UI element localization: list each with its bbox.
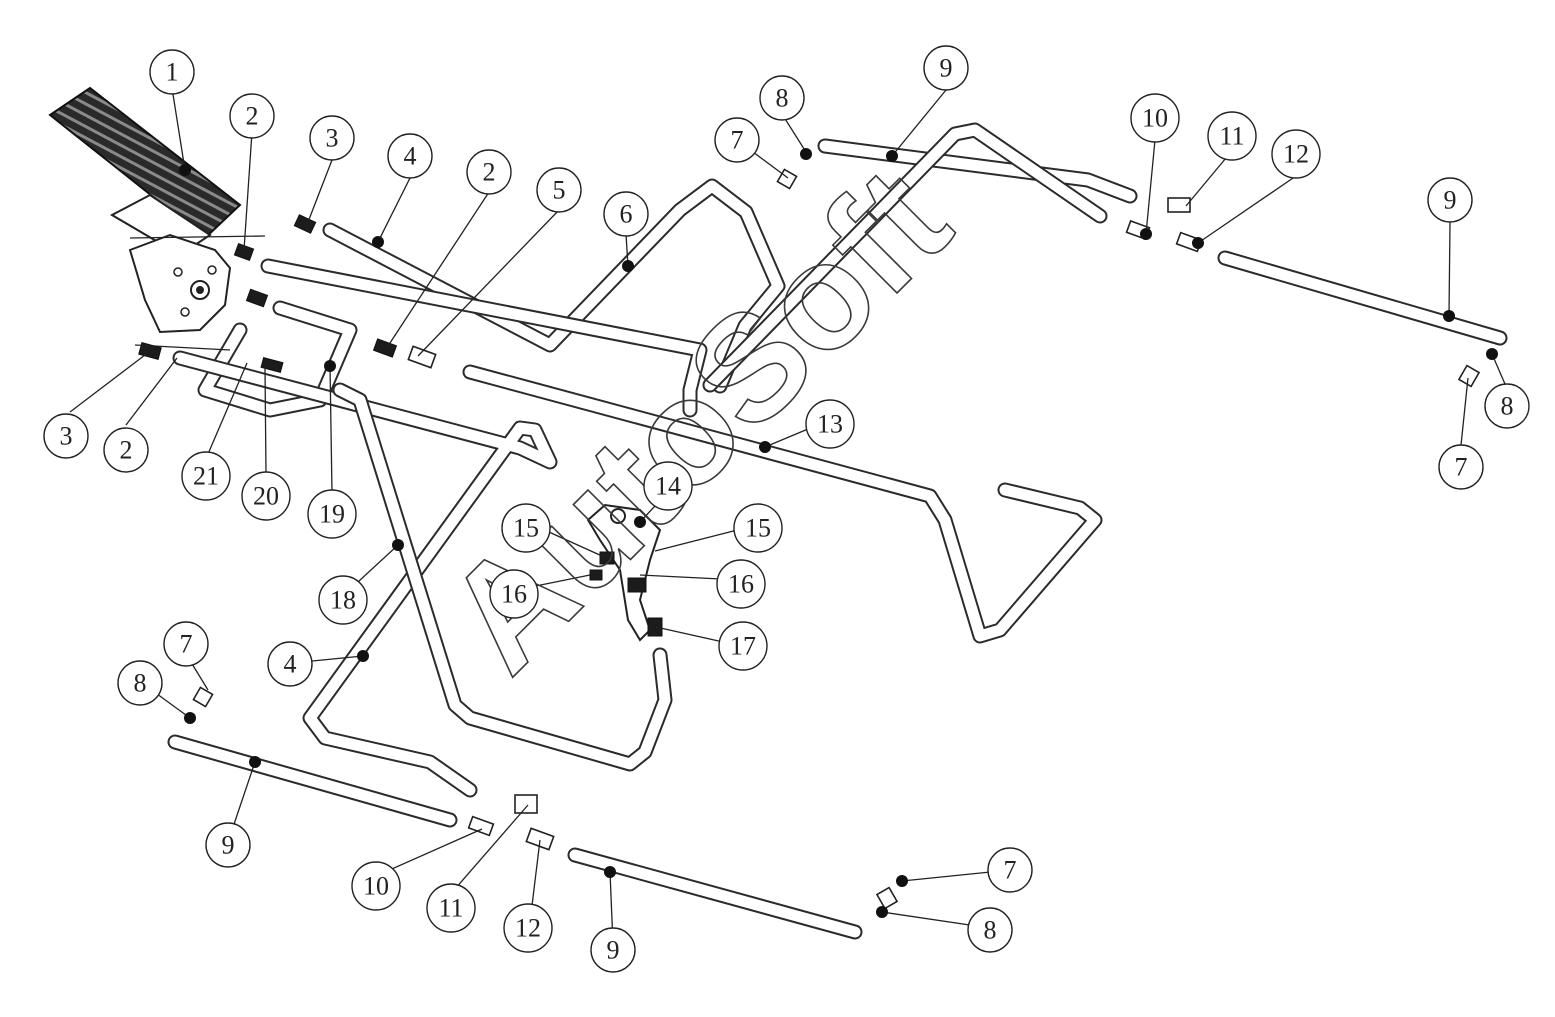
svg-text:19: 19 xyxy=(319,500,345,529)
callout-9: 9 xyxy=(923,45,969,91)
callout-9: 9 xyxy=(205,822,251,868)
callout-2: 2 xyxy=(103,427,149,473)
callout-7: 7 xyxy=(714,117,760,163)
svg-text:18: 18 xyxy=(330,586,356,615)
svg-text:9: 9 xyxy=(1444,186,1457,215)
callout-12: 12 xyxy=(1271,129,1321,179)
callout-labels: 1 2 3 4 2 5 6 7 8 9 10 11 12 9 8 7 3 2 2… xyxy=(43,45,1530,973)
svg-text:15: 15 xyxy=(745,514,771,543)
callout-dots xyxy=(179,148,1498,918)
svg-text:2: 2 xyxy=(120,436,133,465)
svg-text:3: 3 xyxy=(60,422,73,451)
svg-text:20: 20 xyxy=(253,482,279,511)
svg-text:21: 21 xyxy=(193,462,219,491)
callout-9: 9 xyxy=(590,927,636,973)
callout-12: 12 xyxy=(503,903,553,953)
svg-text:16: 16 xyxy=(728,570,754,599)
svg-text:11: 11 xyxy=(1219,122,1244,151)
brake-tubes xyxy=(167,122,1508,940)
callout-16: 16 xyxy=(489,569,539,619)
callout-10: 10 xyxy=(1130,93,1180,143)
callout-16: 16 xyxy=(716,559,766,609)
svg-text:3: 3 xyxy=(326,124,339,153)
svg-text:9: 9 xyxy=(940,54,953,83)
svg-text:8: 8 xyxy=(134,669,147,698)
callout-19: 19 xyxy=(307,489,357,539)
svg-text:7: 7 xyxy=(731,126,744,155)
svg-text:9: 9 xyxy=(222,831,235,860)
svg-text:4: 4 xyxy=(404,142,417,171)
svg-text:7: 7 xyxy=(1004,856,1017,885)
fittings xyxy=(138,168,1481,910)
callout-8: 8 xyxy=(759,75,805,121)
svg-text:7: 7 xyxy=(180,630,193,659)
svg-text:12: 12 xyxy=(515,914,541,943)
svg-text:14: 14 xyxy=(655,472,681,501)
callout-4: 4 xyxy=(387,133,433,179)
callout-20: 20 xyxy=(241,471,291,521)
callout-11: 11 xyxy=(1207,111,1257,161)
brake-valve-body xyxy=(128,233,232,334)
svg-text:16: 16 xyxy=(501,580,527,609)
watermark-text: AutoSoft xyxy=(414,136,980,702)
callout-5: 5 xyxy=(536,167,582,213)
callout-2: 2 xyxy=(229,93,275,139)
svg-text:10: 10 xyxy=(363,872,389,901)
callout-3: 3 xyxy=(43,413,89,459)
svg-text:10: 10 xyxy=(1142,104,1168,133)
svg-text:15: 15 xyxy=(513,514,539,543)
brake-pedal-assembly xyxy=(48,86,266,351)
svg-text:12: 12 xyxy=(1283,140,1309,169)
callout-2: 2 xyxy=(466,149,512,195)
callout-15: 15 xyxy=(733,503,783,553)
svg-text:8: 8 xyxy=(1501,392,1514,421)
svg-text:2: 2 xyxy=(246,102,259,131)
svg-text:8: 8 xyxy=(984,916,997,945)
callout-21: 21 xyxy=(181,451,231,501)
callout-18: 18 xyxy=(318,575,368,625)
callout-10: 10 xyxy=(351,861,401,911)
svg-text:9: 9 xyxy=(607,936,620,965)
callout-6: 6 xyxy=(603,191,649,237)
callout-3: 3 xyxy=(309,115,355,161)
callout-15: 15 xyxy=(501,503,551,553)
callout-17: 17 xyxy=(718,621,768,671)
svg-text:2: 2 xyxy=(483,158,496,187)
callout-7: 7 xyxy=(163,621,209,667)
callout-8: 8 xyxy=(967,907,1013,953)
callout-1: 1 xyxy=(149,49,195,95)
svg-text:13: 13 xyxy=(817,410,843,439)
svg-text:1: 1 xyxy=(166,58,179,87)
svg-text:17: 17 xyxy=(730,632,756,661)
callout-8: 8 xyxy=(117,660,163,706)
svg-text:5: 5 xyxy=(553,176,566,205)
relay-valve-body xyxy=(586,503,662,642)
callout-7: 7 xyxy=(987,847,1033,893)
svg-text:4: 4 xyxy=(284,650,297,679)
svg-text:6: 6 xyxy=(620,200,633,229)
callout-9: 9 xyxy=(1427,177,1473,223)
svg-text:8: 8 xyxy=(776,84,789,113)
callout-8: 8 xyxy=(1484,383,1530,429)
callout-4: 4 xyxy=(267,641,313,687)
callout-13: 13 xyxy=(805,399,855,449)
callout-11: 11 xyxy=(426,883,476,933)
callout-7: 7 xyxy=(1438,444,1484,490)
callout-14: 14 xyxy=(643,461,693,511)
svg-text:7: 7 xyxy=(1455,453,1468,482)
svg-text:11: 11 xyxy=(438,894,463,923)
